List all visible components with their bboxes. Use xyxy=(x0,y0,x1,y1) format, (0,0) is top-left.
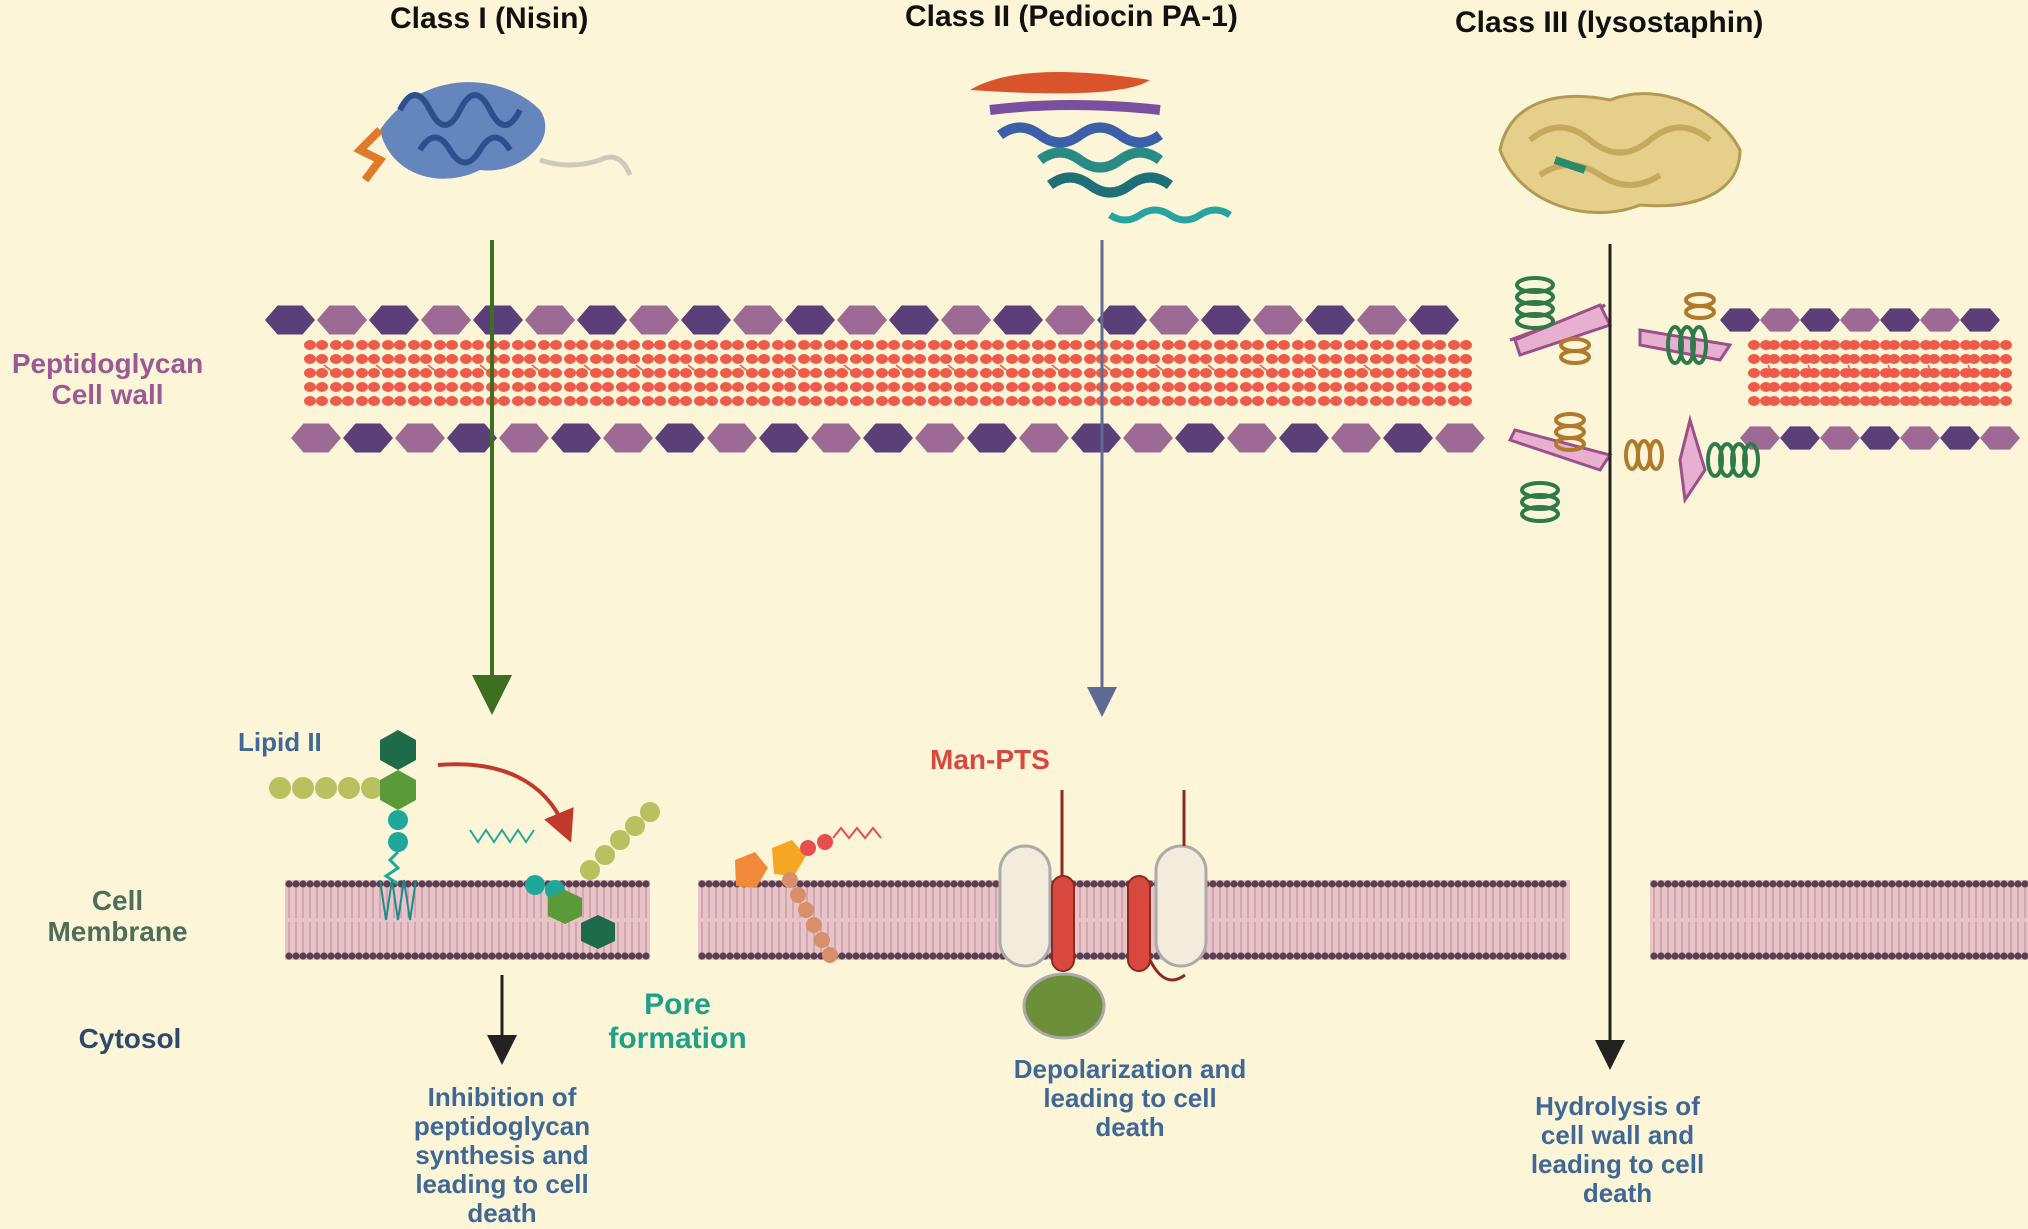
peptidoglycan-cell-wall xyxy=(265,305,2020,453)
pore-forming-complex xyxy=(735,826,882,963)
lipid-ii-molecule xyxy=(269,730,417,921)
outcome-class1: Inhibition of peptidoglycan synthesis an… xyxy=(413,1082,591,1229)
label-cytosol: Cytosol xyxy=(78,1023,182,1054)
outcome-class3: Hydrolysis of cell wall and leading to c… xyxy=(1530,1091,1705,1209)
arrow-lipid-ii-binding xyxy=(437,762,574,843)
title-class1: Class I (Nisin) xyxy=(390,2,589,35)
label-lipid-ii: Lipid II xyxy=(238,727,322,757)
cell-membrane-bilayer xyxy=(285,880,2028,960)
protein-class2-pediocin xyxy=(970,72,1232,224)
label-cell-membrane: Cell Membrane xyxy=(47,885,188,948)
protein-class3-lysostaphin xyxy=(1498,92,1742,214)
title-class2: Class II (Pediocin PA-1) xyxy=(905,0,1238,33)
nisin-lipid-complex xyxy=(469,802,660,949)
label-man-pts: Man-PTS xyxy=(930,744,1050,775)
label-peptidoglycan: Peptidoglycan Cell wall xyxy=(11,348,204,411)
protein-class1-nisin xyxy=(353,82,633,183)
man-pts-receptor xyxy=(998,790,1208,1040)
outcome-class2: Depolarization and leading to cell death xyxy=(1013,1054,1247,1143)
label-pore-formation: Pore formation xyxy=(608,988,747,1055)
lysostaphin-enzymes xyxy=(1507,276,1760,523)
title-class3: Class III (lysostaphin) xyxy=(1455,6,1764,39)
